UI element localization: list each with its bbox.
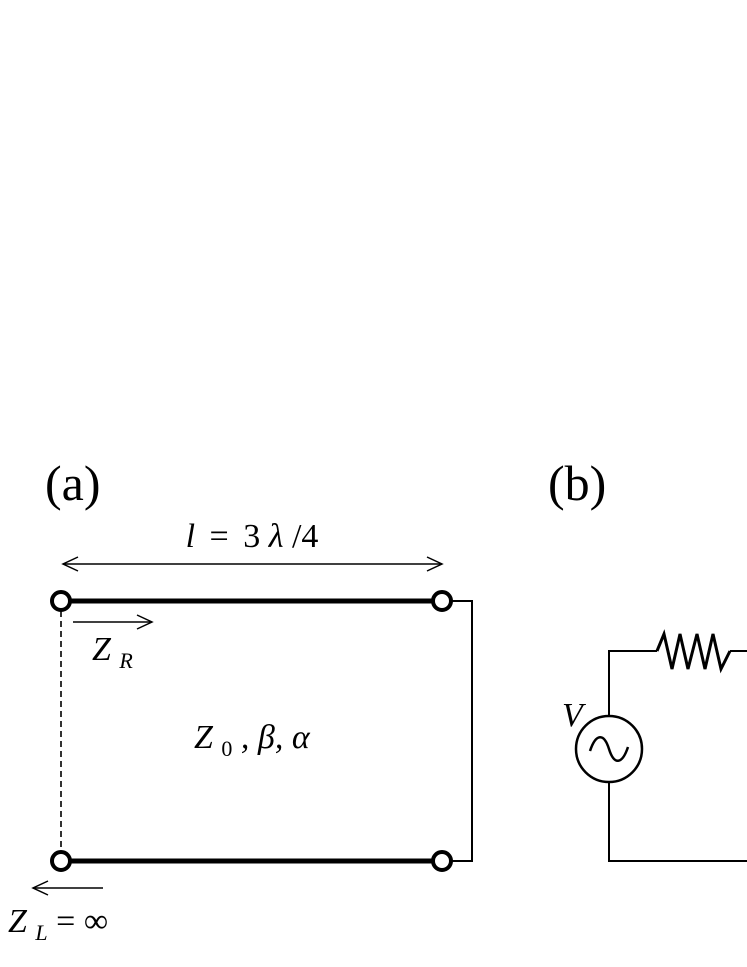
terminal-node-top-right (431, 590, 453, 612)
short-circuit-termination (442, 600, 473, 862)
zl-main: Z (8, 903, 28, 940)
panel-b-label: (b) (548, 455, 606, 511)
line-parameters: Z 0 , β, α (194, 719, 311, 764)
wire-bottom (608, 782, 747, 862)
wire-top-left (608, 650, 657, 716)
length-value: 3 (243, 518, 260, 555)
zl-rest: = ∞ (56, 903, 108, 940)
zl-arrow (31, 880, 103, 896)
length-label: l = 3 λ /4 (186, 518, 319, 555)
panel-a: (a) l = 3 λ /4 Z (8, 455, 473, 948)
length-lambda: λ (268, 518, 284, 555)
panel-b: (b) V (548, 455, 747, 862)
zr-sub: R (118, 648, 133, 673)
zl-label: Z L = ∞ (8, 903, 108, 948)
beta-alpha: , β, α (241, 719, 311, 756)
terminal-node-bottom-left (50, 850, 72, 872)
length-var: l (186, 518, 195, 555)
zr-main: Z (92, 631, 112, 668)
z0-main: Z (194, 719, 214, 756)
z0-sub: 0 (221, 736, 232, 761)
length-tail: /4 (292, 518, 318, 555)
length-dimension-arrow (61, 556, 444, 572)
terminal-node-top-left (50, 590, 72, 612)
zr-arrow (73, 614, 154, 630)
panel-a-label: (a) (45, 455, 101, 511)
ac-voltage-source-icon (574, 714, 644, 784)
zl-sub: L (34, 920, 47, 945)
resistor-icon (655, 629, 732, 674)
length-equals: = (210, 518, 229, 555)
zr-label: Z R (92, 631, 133, 673)
terminal-node-bottom-right (431, 850, 453, 872)
